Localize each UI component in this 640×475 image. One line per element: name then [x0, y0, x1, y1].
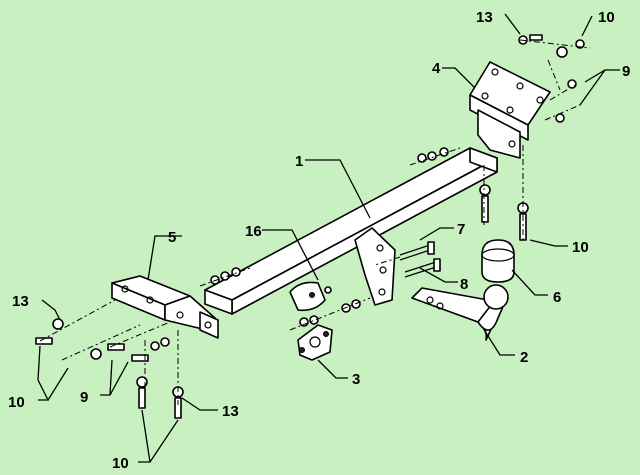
callout-8: 8	[460, 276, 468, 293]
leader-lines	[37, 13, 620, 463]
callout-labels: 1 2 3 4 5 6 7 8 9 9 10 10 10 10 13 13 13…	[8, 9, 630, 472]
callout-9-left: 9	[80, 389, 88, 406]
callout-13-left: 13	[12, 293, 29, 310]
callout-5: 5	[168, 229, 176, 246]
receiver-plate	[354, 227, 396, 306]
assembly-lines	[39, 39, 591, 405]
fasteners	[35, 34, 585, 419]
callout-10-left: 10	[8, 394, 25, 411]
callout-10-top: 10	[598, 9, 615, 26]
callout-13-top: 13	[476, 9, 493, 26]
right-mounting-bracket	[469, 61, 551, 159]
left-mounting-bracket	[111, 275, 219, 339]
tow-ball-neck	[411, 284, 509, 341]
callout-7: 7	[457, 221, 465, 238]
callout-10-bottom: 10	[112, 455, 129, 472]
callout-9-right: 9	[622, 63, 630, 80]
bolt-8	[404, 258, 441, 278]
callout-3: 3	[352, 371, 360, 388]
bolt-7	[399, 241, 435, 261]
callout-10-right: 10	[572, 239, 589, 256]
callout-6: 6	[553, 289, 561, 306]
callout-16: 16	[245, 223, 262, 240]
callout-2: 2	[520, 349, 528, 366]
callout-4: 4	[432, 60, 441, 77]
callout-13-bottom: 13	[222, 403, 239, 420]
cover-plate	[289, 281, 326, 312]
ball-cover	[481, 239, 515, 283]
callout-1: 1	[295, 153, 303, 170]
socket-bracket	[297, 324, 333, 361]
